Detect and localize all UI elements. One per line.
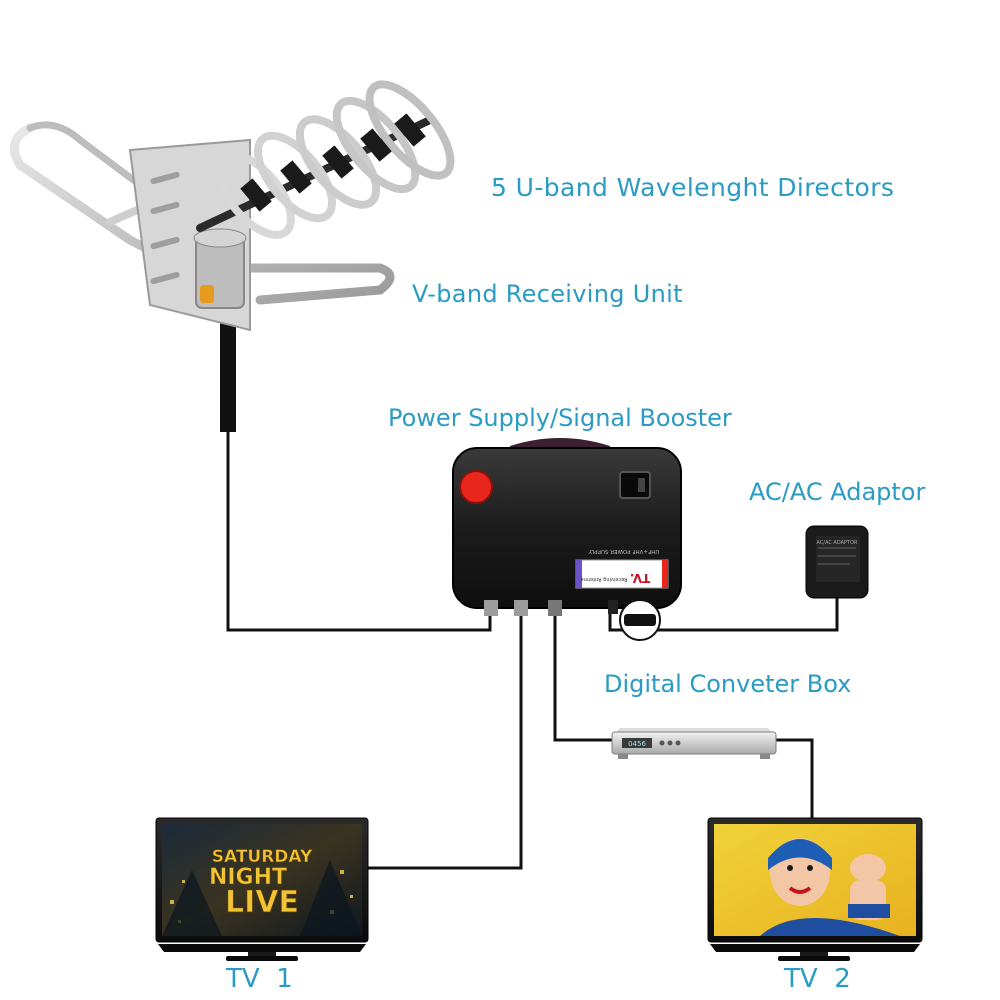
- tv1-screen-line3: LIVE: [225, 885, 299, 920]
- cables: [226, 430, 839, 870]
- director-1-icon: [215, 151, 295, 239]
- director-2-icon: [253, 131, 337, 223]
- booster-label: Power Supply/Signal Booster: [388, 404, 732, 432]
- converter-display: 0456: [628, 740, 646, 748]
- directors-label: 5 U-band Wavelenght Directors: [491, 173, 895, 202]
- tv2-label: TV 2: [784, 964, 851, 994]
- antenna: [9, 80, 455, 432]
- rosie-figure-icon: [760, 838, 900, 936]
- converter-to-tv2-cable: [776, 738, 814, 818]
- receiving-unit-label: V-band Receiving Unit: [412, 280, 683, 308]
- director-3-icon: [295, 115, 381, 209]
- tv1-screen-line2: NIGHT: [209, 865, 287, 890]
- booster-sticker: [575, 559, 669, 589]
- booster-sticker-text: TV.: [630, 571, 650, 585]
- adaptor-label-text: AC/AC ADAPTOR: [816, 540, 858, 546]
- power-button: [459, 470, 493, 504]
- tv1: [155, 817, 369, 961]
- adaptor-label: AC/AC Adaptor: [749, 478, 926, 506]
- booster-sticker-sub: Receiving Antenna: [581, 576, 628, 582]
- booster-sticker-brand: UHF+VHF POWER SUPPLY: [588, 548, 659, 554]
- signal-booster: [452, 438, 682, 641]
- booster-to-tv1-cable: [365, 605, 523, 870]
- tv1-label: TV 1: [226, 964, 293, 994]
- tv1-screen-line1: SATURDAY: [212, 847, 313, 867]
- converter-label: Digital Conveter Box: [604, 670, 852, 698]
- tv2: [707, 817, 923, 961]
- converter-box-icon: [611, 731, 777, 755]
- u-band-directors: [215, 80, 455, 239]
- director-4-icon: [332, 96, 420, 194]
- adaptor-to-booster-cable: [608, 598, 839, 632]
- antenna-to-booster-cable: [226, 430, 492, 632]
- power-switch: [619, 471, 651, 499]
- antenna-mast: [220, 300, 236, 432]
- converter-box: [611, 728, 777, 759]
- booster-to-converter-cable: [553, 605, 612, 742]
- ac-adaptor: [805, 525, 869, 599]
- director-5-icon: [365, 80, 455, 180]
